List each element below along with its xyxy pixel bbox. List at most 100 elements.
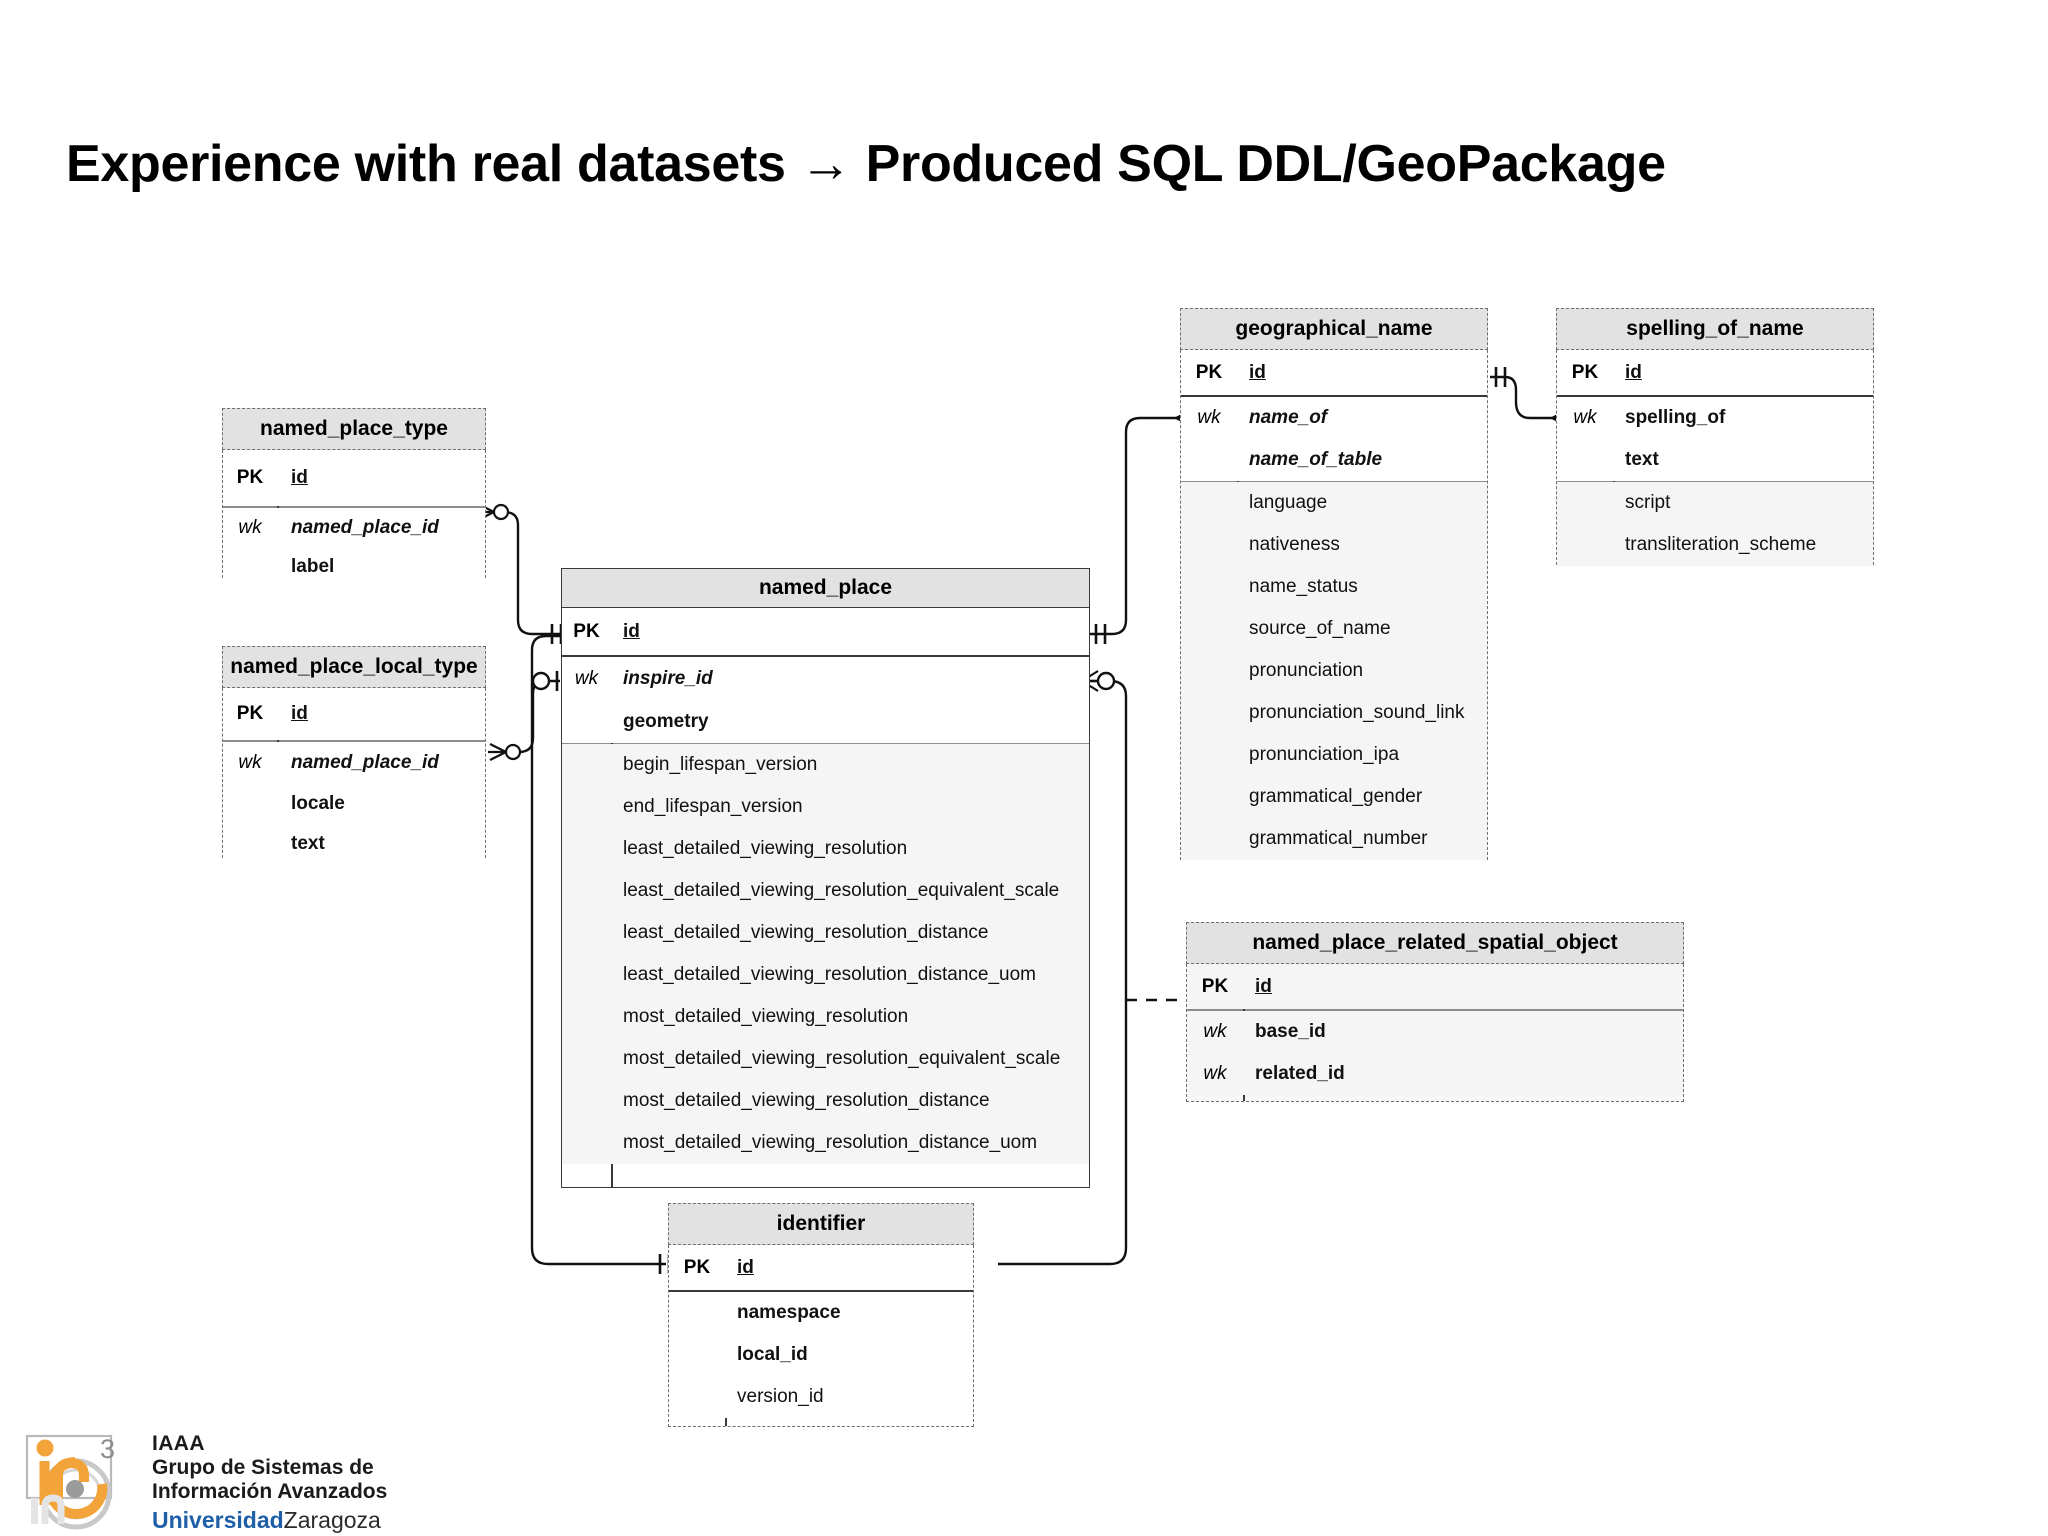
column-script: script bbox=[1625, 492, 1671, 514]
column-language: language bbox=[1249, 492, 1328, 514]
column-base-id: base_id bbox=[1255, 1020, 1326, 1042]
attr-group: wk named_place_id locale text bbox=[223, 741, 485, 864]
column-locale: locale bbox=[291, 792, 345, 814]
table-title-identifier: identifier bbox=[668, 1203, 974, 1245]
column-id: id bbox=[1249, 361, 1266, 383]
wk-group: wk name_of name_of_table bbox=[1181, 396, 1487, 481]
university-bold: Universidad bbox=[152, 1506, 284, 1533]
wk-group: wk inspire_id geometry bbox=[562, 656, 1089, 743]
column-id: id bbox=[1625, 361, 1642, 383]
key-label: PK bbox=[573, 620, 600, 642]
column-text: text bbox=[291, 832, 325, 854]
pk-group: PK id bbox=[1557, 350, 1873, 395]
column-id: id bbox=[291, 703, 308, 724]
key-label: wk bbox=[1203, 1020, 1227, 1042]
pk-group: PK id bbox=[223, 450, 485, 506]
table-spelling-of-name[interactable]: spelling_of_name PK id wk spelling_of te… bbox=[1556, 308, 1874, 567]
attr-group: script transliteration_scheme bbox=[1557, 482, 1873, 567]
table-title-named-place-type: named_place_type bbox=[222, 408, 486, 450]
column-inspire-id: inspire_id bbox=[623, 667, 713, 689]
column-most-detailed-viewing-resolution-distance-uom: most_detailed_viewing_resolution_distanc… bbox=[623, 1132, 1038, 1154]
column-least-detailed-viewing-resolution-distance: least_detailed_viewing_resolution_distan… bbox=[623, 922, 989, 944]
column-most-detailed-viewing-resolution-equivalent-scale: most_detailed_viewing_resolution_equival… bbox=[623, 1048, 1061, 1070]
column-local-id: local_id bbox=[737, 1343, 808, 1365]
table-body-named-place: PK id wk inspire_id geometry bbox=[561, 608, 1090, 1188]
column-nativeness: nativeness bbox=[1249, 534, 1340, 556]
table-geographical-name[interactable]: geographical_name PK id wk name_of name_… bbox=[1180, 308, 1488, 861]
table-named-place-type[interactable]: named_place_type PK id wk named_place_id… bbox=[222, 408, 486, 586]
wk-group: wk base_id wk related_id bbox=[1187, 1010, 1683, 1095]
table-title-text: named_place_local_type bbox=[230, 655, 478, 678]
column-transliteration-scheme: transliteration_scheme bbox=[1625, 534, 1817, 556]
group-separator bbox=[223, 740, 485, 742]
column-id: id bbox=[623, 620, 640, 642]
iaaa-logo-icon: 3 bbox=[18, 1432, 134, 1530]
pk-group: PK id bbox=[223, 688, 485, 740]
group-separator bbox=[1557, 480, 1873, 483]
table-body-identifier: PK id namespace local_id version_id bbox=[668, 1245, 974, 1427]
key-label: PK bbox=[236, 703, 264, 724]
column-least-detailed-viewing-resolution: least_detailed_viewing_resolution bbox=[623, 838, 908, 860]
table-body-spelling-of-name: PK id wk spelling_of text script bbox=[1556, 350, 1874, 567]
key-label: PK bbox=[683, 1256, 711, 1278]
table-named-place-related-spatial-object[interactable]: named_place_related_spatial_object PK id… bbox=[1186, 922, 1684, 1102]
key-label: wk bbox=[238, 751, 262, 773]
column-id: id bbox=[1255, 975, 1272, 997]
column-begin-lifespan-version: begin_lifespan_version bbox=[623, 754, 818, 776]
column-name-of: name_of bbox=[1249, 406, 1328, 428]
column-related-id: related_id bbox=[1255, 1062, 1345, 1084]
table-body-named-place-related-spatial-object: PK id wk base_id wk related_id bbox=[1186, 964, 1684, 1102]
footer-text-block: IAAA Grupo de Sistemas de Información Av… bbox=[152, 1432, 387, 1533]
group-separator bbox=[1557, 395, 1873, 397]
column-geometry: geometry bbox=[623, 710, 709, 732]
key-label: wk bbox=[1573, 406, 1597, 428]
column-least-detailed-viewing-resolution-distance-uom: least_detailed_viewing_resolution_distan… bbox=[623, 964, 1036, 986]
column-least-detailed-viewing-resolution-equivalent-scale: least_detailed_viewing_resolution_equiva… bbox=[623, 880, 1060, 902]
table-named-place-local-type[interactable]: named_place_local_type PK id wk named_pl… bbox=[222, 646, 486, 864]
column-grammatical-number: grammatical_number bbox=[1249, 828, 1428, 850]
footer-line-informacion: Información Avanzados bbox=[152, 1479, 388, 1503]
attr-group: wk named_place_id label bbox=[223, 507, 485, 586]
page-title: Experience with real datasets → Produced… bbox=[66, 135, 1666, 193]
key-label: wk bbox=[574, 667, 599, 689]
table-named-place[interactable]: named_place PK id wk inspire_id geometry bbox=[561, 568, 1090, 1188]
column-name-of-table: name_of_table bbox=[1249, 448, 1383, 470]
column-label: label bbox=[291, 555, 335, 577]
column-named-place-id: named_place_id bbox=[291, 516, 439, 538]
svg-text:3: 3 bbox=[100, 1434, 115, 1464]
table-title-named-place-related-spatial-object: named_place_related_spatial_object bbox=[1186, 922, 1684, 964]
group-separator bbox=[562, 742, 1089, 745]
university-rest: Zaragoza bbox=[283, 1506, 381, 1533]
table-title-named-place-local-type: named_place_local_type bbox=[222, 646, 486, 688]
group-separator bbox=[1181, 395, 1487, 397]
group-separator bbox=[223, 506, 485, 508]
key-label: PK bbox=[1195, 361, 1223, 383]
column-named-place-id: named_place_id bbox=[291, 751, 439, 773]
column-namespace: namespace bbox=[737, 1301, 841, 1323]
table-body-named-place-local-type: PK id wk named_place_id locale text bbox=[222, 688, 486, 864]
table-title-named-place: named_place bbox=[561, 568, 1090, 608]
table-body-geographical-name: PK id wk name_of name_of_table l bbox=[1180, 350, 1488, 861]
column-pronunciation-ipa: pronunciation_ipa bbox=[1249, 744, 1400, 766]
column-end-lifespan-version: end_lifespan_version bbox=[623, 796, 803, 818]
table-body-named-place-type: PK id wk named_place_id label bbox=[222, 450, 486, 586]
key-label: wk bbox=[238, 516, 262, 538]
attr-group: namespace local_id version_id bbox=[669, 1291, 973, 1418]
table-title-geographical-name: geographical_name bbox=[1180, 308, 1488, 350]
group-separator bbox=[562, 655, 1089, 657]
footer-line-iaaa: IAAA bbox=[152, 1432, 205, 1455]
column-most-detailed-viewing-resolution-distance: most_detailed_viewing_resolution_distanc… bbox=[623, 1090, 990, 1112]
column-id: id bbox=[291, 467, 308, 488]
key-label: wk bbox=[1197, 406, 1221, 428]
key-label: PK bbox=[1571, 361, 1599, 383]
table-identifier[interactable]: identifier PK id namespace local_id bbox=[668, 1203, 974, 1427]
table-title-spelling-of-name: spelling_of_name bbox=[1556, 308, 1874, 350]
attr-group: begin_lifespan_version end_lifespan_vers… bbox=[562, 744, 1089, 1165]
column-pronunciation: pronunciation bbox=[1249, 660, 1364, 682]
column-most-detailed-viewing-resolution: most_detailed_viewing_resolution bbox=[623, 1006, 909, 1028]
pk-group: PK id bbox=[1181, 350, 1487, 395]
pk-group: PK id bbox=[1187, 964, 1683, 1009]
group-separator bbox=[1181, 480, 1487, 483]
group-separator bbox=[669, 1290, 973, 1292]
